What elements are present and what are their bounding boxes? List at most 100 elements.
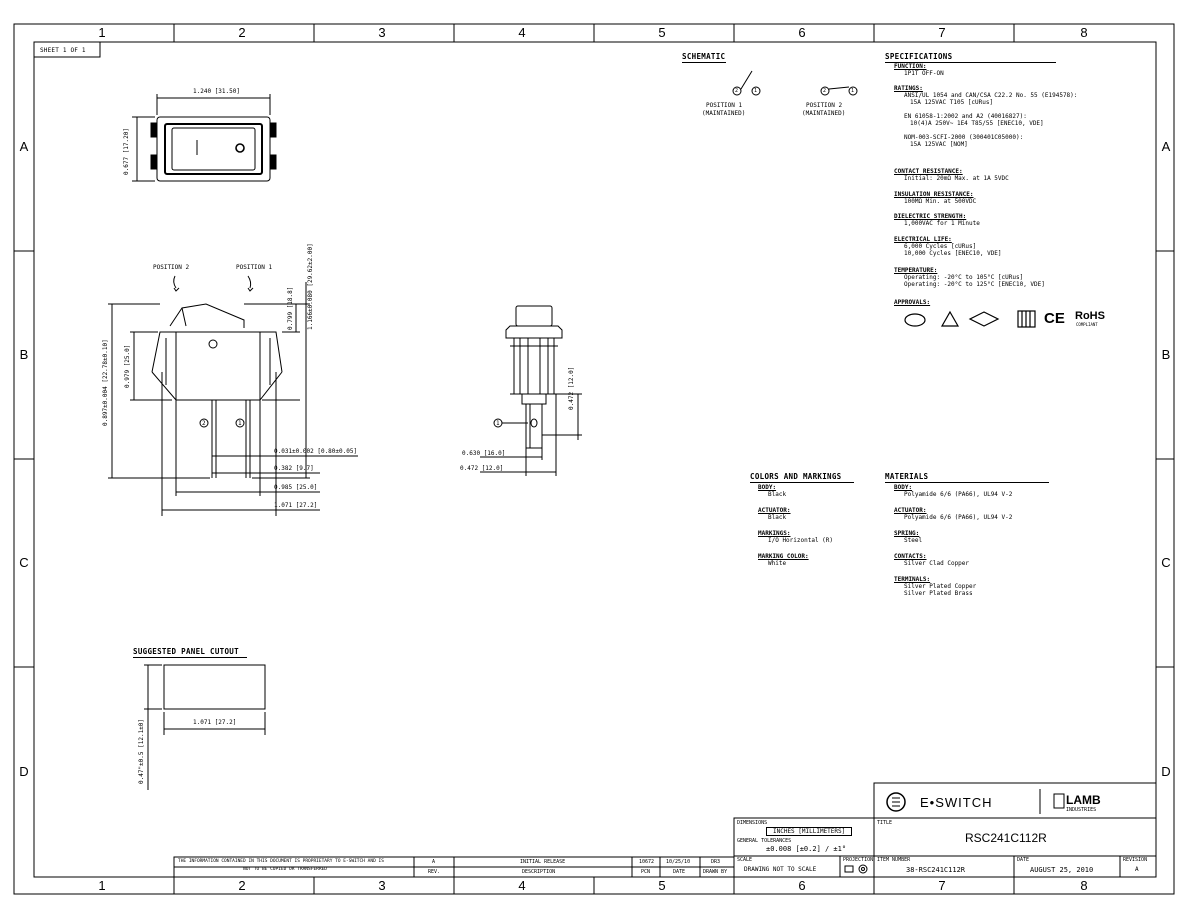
spec-function: FUNCTION: 1P1T OFF-ON <box>894 63 944 77</box>
spec-contact-value: Initial: 20mΩ Max. at 1A 5VDC <box>904 175 1009 182</box>
spec-insulation: INSULATION RESISTANCE: 100MΩ Min. at 500… <box>894 191 976 205</box>
ce-mark: CE <box>1044 310 1065 327</box>
mat-terminals: TERMINALS: Silver Plated Copper Silver P… <box>894 576 976 597</box>
zone-col-3-bottom: 3 <box>378 878 386 893</box>
end-terminal-callout-1: 1 <box>496 420 500 427</box>
schematic-pos2-term1: 1 <box>851 88 855 94</box>
dim-side-b1: 0.979 [25.0] <box>124 344 131 388</box>
cm-marking-color-value: White <box>768 560 787 567</box>
schematic-title: SCHEMATIC <box>682 52 726 63</box>
rev-a: A <box>432 859 436 865</box>
title-label: TITLE <box>877 820 893 826</box>
spec-contact: CONTACT RESISTANCE: Initial: 20mΩ Max. a… <box>894 168 1009 182</box>
mat-actuator-heading: ACTUATOR: <box>894 507 927 514</box>
date-value: AUGUST 25, 2010 <box>1030 866 1094 874</box>
spec-life-line-1: 6,000 Cycles [cURus] <box>904 243 977 250</box>
spec-insulation-heading: INSULATION RESISTANCE: <box>894 191 974 198</box>
lamb-sub: INDUSTRIES <box>1066 807 1097 813</box>
spec-life-heading: ELECTRICAL LIFE: <box>894 236 952 243</box>
dim-term-spacing: 0.382 [9.7] <box>274 465 314 472</box>
pcn-label: PCN <box>641 869 651 875</box>
cm-markings-value: I/O Horizontal (R) <box>768 537 834 544</box>
cm-body-heading: BODY: <box>758 484 777 491</box>
pcn-value: 10672 <box>639 859 655 865</box>
zone-col-6-bottom: 6 <box>798 878 806 893</box>
spec-ratings-heading: RATINGS: <box>894 85 923 92</box>
dim-side-h2: 1.166±0.080 [29.62±2.00] <box>307 243 314 330</box>
schematic-pos1-term2: 2 <box>735 88 739 94</box>
mat-terminals-line-2: Silver Plated Brass <box>904 590 973 597</box>
spec-approvals-heading: APPROVALS: <box>894 299 931 306</box>
item-number-value: 38-RSC241C112R <box>906 866 966 874</box>
zone-row-d-left: D <box>19 764 29 779</box>
projection-label: PROJECTION <box>843 857 874 863</box>
spec-electrical-life: ELECTRICAL LIFE: 6,000 Cycles [cURus] 10… <box>894 236 1002 257</box>
dim-end-w1: 0.630 [16.0] <box>462 450 506 457</box>
dim-end-h: 0.472 [12.0] <box>568 366 575 410</box>
description-label: DESCRIPTION <box>522 869 556 875</box>
mat-body: BODY: Polyamide 6/6 (PA66), UL94 V-2 <box>894 484 1012 498</box>
zone-col-8-bottom: 8 <box>1080 878 1088 893</box>
spec-dielectric-heading: DIELECTRIC STRENGTH: <box>894 213 967 220</box>
cm-actuator-value: Black <box>768 514 787 521</box>
rev-date-value: 10/25/10 <box>666 859 691 865</box>
lamb-logo: LAMB <box>1066 793 1101 807</box>
terminal-callout-1: 1 <box>238 420 242 427</box>
sheet-label: SHEET 1 OF 1 <box>40 47 86 54</box>
zone-row-b-right: B <box>1161 347 1171 362</box>
schematic-pos1-sub: (MAINTAINED) <box>702 110 746 117</box>
dim-side-b2: 0.897±0.004 [22.78±0.10] <box>102 339 109 426</box>
revision-value: A <box>1135 866 1139 873</box>
label-position-1: POSITION 1 <box>236 264 273 271</box>
scale-value: DRAWING NOT TO SCALE <box>744 866 817 873</box>
zone-col-3-top: 3 <box>378 25 386 40</box>
mat-spring-heading: SPRING: <box>894 530 920 537</box>
zone-col-1-top: 1 <box>98 25 106 40</box>
zone-row-a-left: A <box>19 139 29 154</box>
spec-function-value: 1P1T OFF-ON <box>904 70 944 77</box>
dim-body-width: 0.985 [25.0] <box>274 484 318 491</box>
dim-term-thickness: 0.031±0.002 [0.80±0.05] <box>274 448 358 455</box>
dim-flange-width: 1.071 [27.2] <box>274 502 318 509</box>
spec-life-line-2: 10,000 Cycles [ENEC10, VDE] <box>904 250 1002 257</box>
cutout-height: 0.47"±0.5 [12.1±0] <box>138 718 145 784</box>
schematic-pos1-term1: 1 <box>754 88 758 94</box>
zone-col-2-bottom: 2 <box>238 878 246 893</box>
mat-contacts-heading: CONTACTS: <box>894 553 927 560</box>
zone-col-5-bottom: 5 <box>658 878 666 893</box>
cm-marking-color-heading: MARKING COLOR: <box>758 553 809 560</box>
title-value: RSC241C112R <box>965 831 1047 845</box>
zone-row-c-right: C <box>1161 555 1171 570</box>
colors-markings-title: COLORS AND MARKINGS <box>750 472 854 483</box>
zone-col-8-top: 8 <box>1080 25 1088 40</box>
cm-markings-heading: MARKINGS: <box>758 530 791 537</box>
drawn-value: DR3 <box>711 859 721 865</box>
mat-body-heading: BODY: <box>894 484 913 491</box>
scale-label: SCALE <box>737 857 753 863</box>
zone-col-7-bottom: 7 <box>938 878 946 893</box>
mat-body-value: Polyamide 6/6 (PA66), UL94 V-2 <box>904 491 1013 498</box>
zone-row-b-left: B <box>19 347 29 362</box>
spec-temperature-heading: TEMPERATURE: <box>894 267 938 274</box>
schematic-pos2-sub: (MAINTAINED) <box>802 110 846 117</box>
rohs-compliant: COMPLIANT <box>1076 322 1098 327</box>
spec-contact-heading: CONTACT RESISTANCE: <box>894 168 963 175</box>
dim-end-w2: 0.472 [12.0] <box>460 465 504 472</box>
mat-contacts: CONTACTS: Silver Clad Copper <box>894 553 969 567</box>
cutout-width: 1.071 [27.2] <box>193 719 237 726</box>
label-position-2: POSITION 2 <box>153 264 190 271</box>
zone-col-4-bottom: 4 <box>518 878 526 893</box>
mat-actuator: ACTUATOR: Polyamide 6/6 (PA66), UL94 V-2 <box>894 507 1012 521</box>
schematic-pos1-label: POSITION 1 <box>706 102 743 109</box>
schematic-pos2-term2: 2 <box>823 88 827 94</box>
spec-temperature-line-2: Operating: -20°C to 125°C [ENEC10, VDE] <box>904 281 1045 288</box>
eswitch-logo: E•SWITCH <box>920 795 993 810</box>
cutout-title: SUGGESTED PANEL CUTOUT <box>133 647 247 658</box>
schematic-pos2-label: POSITION 2 <box>806 102 843 109</box>
spec-ratings-line-3: EN 61058-1:2002 and A2 (40016827): <box>904 113 1027 120</box>
dim-side-h1: 0.799 [18.8] <box>287 286 294 330</box>
proprietary-line-1: THE INFORMATION CONTAINED IN THIS DOCUME… <box>178 859 384 864</box>
tolerances-label: GENERAL TOLERANCES <box>737 838 792 844</box>
spec-ratings-line-5: NOM-003-SCFI-2000 (300401C05000): <box>904 134 1024 141</box>
